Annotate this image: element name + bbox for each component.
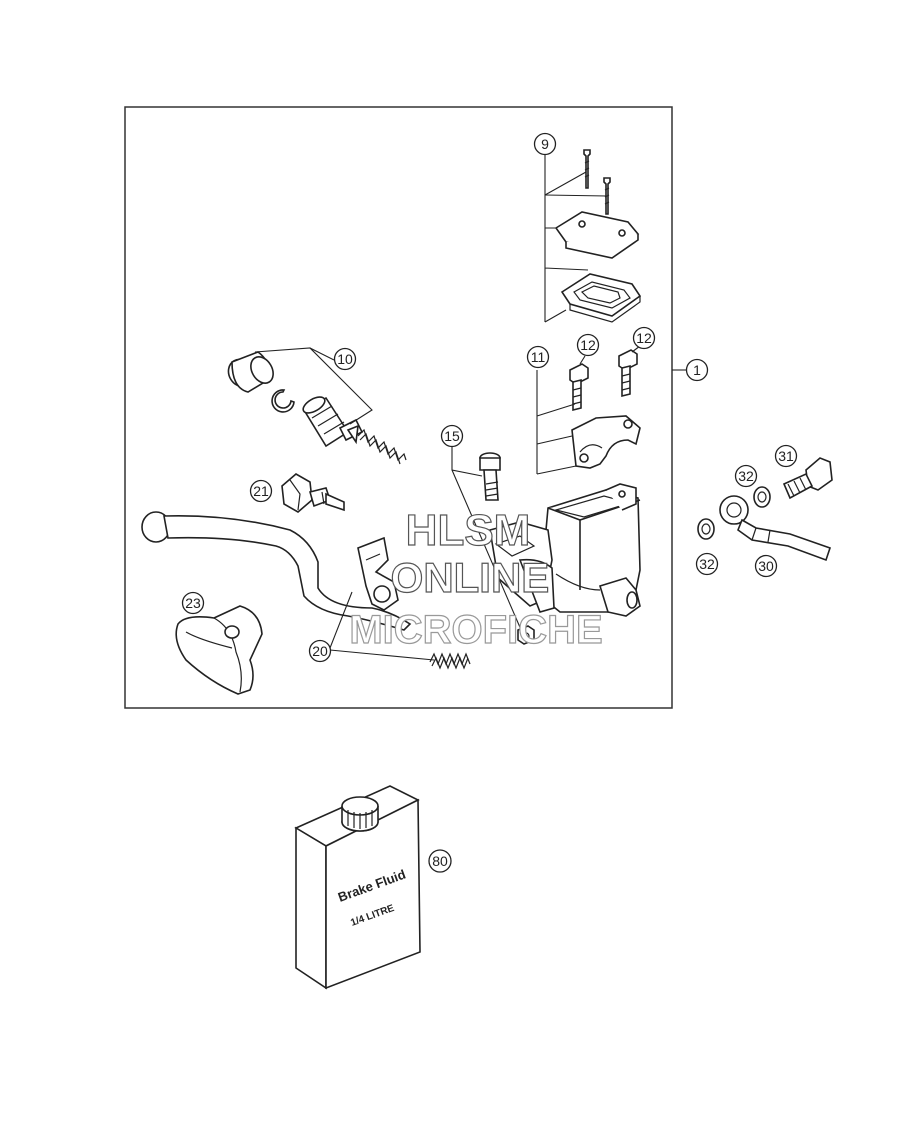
svg-text:32: 32 xyxy=(699,556,715,572)
piston-spring xyxy=(357,428,407,465)
svg-text:9: 9 xyxy=(541,136,549,152)
copper-washer xyxy=(697,518,715,540)
svg-text:HLSM: HLSM xyxy=(406,506,531,555)
svg-text:32: 32 xyxy=(738,468,754,484)
circlip xyxy=(271,389,295,413)
callout-32: 32 xyxy=(734,464,758,488)
piston xyxy=(302,396,364,448)
svg-text:1: 1 xyxy=(693,362,701,378)
svg-text:10: 10 xyxy=(337,351,353,367)
piston-kit xyxy=(227,347,407,465)
svg-text:12: 12 xyxy=(580,337,596,353)
bottle-cap xyxy=(341,796,379,832)
banjo-bolt xyxy=(782,457,833,500)
watermark: HLSM ONLINE MICROFICHE xyxy=(349,505,604,652)
handlebar-clamp xyxy=(571,415,641,469)
svg-text:15: 15 xyxy=(444,428,460,444)
svg-text:12: 12 xyxy=(636,330,652,346)
assembly-frame xyxy=(124,106,673,709)
lever-spring xyxy=(429,652,471,670)
reservoir-cover xyxy=(554,211,640,259)
cover-screw xyxy=(583,149,591,189)
svg-text:80: 80 xyxy=(432,853,448,869)
callout-30: 30 xyxy=(754,554,778,578)
svg-text:MICROFICHE: MICROFICHE xyxy=(349,608,602,652)
callout-1: 1 xyxy=(672,358,709,382)
svg-text:11: 11 xyxy=(531,349,546,365)
copper-washer xyxy=(753,486,771,508)
callout-23: 23 xyxy=(181,591,205,615)
clamp-bolt xyxy=(569,363,589,412)
svg-text:31: 31 xyxy=(778,448,794,464)
callout-21: 21 xyxy=(249,479,273,503)
callout-9: 9 xyxy=(533,132,557,156)
reservoir-cover-group xyxy=(544,149,642,323)
callout-10: 10 xyxy=(333,347,357,371)
svg-text:ONLINE: ONLINE xyxy=(391,554,550,601)
brake-lever xyxy=(141,511,412,631)
svg-text:23: 23 xyxy=(185,595,201,611)
brake-fluid-bottle: Brake Fluid 1/4 LITRE xyxy=(294,785,421,990)
callout-80: 80 xyxy=(428,849,452,873)
pivot-nut xyxy=(517,625,535,645)
svg-text:21: 21 xyxy=(253,483,269,499)
callout-11: 11 xyxy=(526,345,550,369)
master-cylinder-body xyxy=(489,483,641,617)
brake-hose xyxy=(719,495,832,562)
clamp-bolt xyxy=(618,349,638,398)
callout-20: 20 xyxy=(308,639,332,663)
callout-12: 12 xyxy=(632,326,656,350)
callout-15: 15 xyxy=(440,424,464,448)
svg-text:30: 30 xyxy=(758,558,774,574)
lever-dust-cover xyxy=(175,605,263,695)
lever-adjuster xyxy=(281,473,345,513)
callout-12: 12 xyxy=(576,333,600,357)
callout-31: 31 xyxy=(774,444,798,468)
piston-cup xyxy=(227,351,274,393)
reservoir-diaphragm xyxy=(560,273,642,323)
pivot-bolt xyxy=(479,452,501,501)
callout-32: 32 xyxy=(695,552,719,576)
svg-text:20: 20 xyxy=(312,643,328,659)
